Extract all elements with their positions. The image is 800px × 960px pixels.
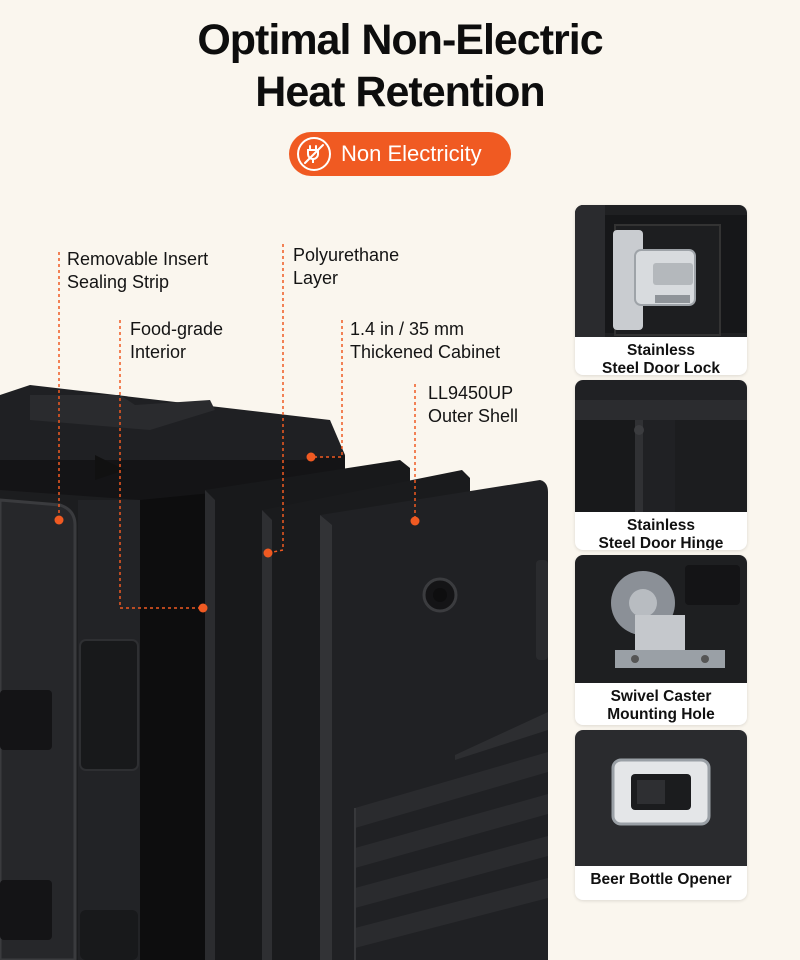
page-title: Optimal Non-Electric Heat Retention	[0, 14, 800, 118]
door-lock-photo	[575, 205, 747, 337]
callout-leaders	[58, 244, 416, 609]
callout-interior: Food-grade Interior	[130, 319, 224, 362]
cabinet-lid	[0, 385, 345, 500]
feature-panel-door-lock: Stainless Steel Door Lock	[575, 205, 747, 375]
feature-caption-swivel-caster: Swivel Caster Mounting Hole	[607, 688, 715, 723]
callout-dots	[54, 452, 420, 613]
callout-polyurethane: Polyurethane Layer	[293, 245, 400, 288]
callout-cabinet: 1.4 in / 35 mm Thickened Cabinet	[350, 319, 501, 362]
dot-cabinet	[306, 452, 316, 462]
insert-layers	[205, 460, 548, 960]
feature-caption-bottle-opener: Beer Bottle Opener	[590, 871, 732, 888]
dot-interior	[198, 603, 208, 613]
non-electricity-badge: Non Electricity	[289, 132, 511, 176]
feature-panel-swivel-caster: Swivel Caster Mounting Hole	[575, 555, 747, 725]
page-title-line-2: Heat Retention	[255, 68, 545, 116]
swivel-caster-photo	[575, 555, 747, 683]
dot-polyurethane	[263, 548, 273, 558]
cabinet-body	[0, 470, 210, 960]
leader-polyurethane	[267, 244, 284, 554]
callout-outer-shell: LL9450UP Outer Shell	[428, 383, 519, 426]
feature-panel-bottle-opener: Beer Bottle Opener	[575, 730, 747, 900]
dot-outer-shell	[410, 516, 420, 526]
page-title-line-1: Optimal Non-Electric	[197, 16, 603, 64]
dot-sealing-strip	[54, 515, 64, 525]
bottle-opener-photo	[575, 730, 747, 866]
feature-panel-door-hinge: Stainless Steel Door Hinge	[575, 380, 747, 550]
leader-interior	[119, 320, 203, 609]
feature-caption-door-lock: Stainless Steel Door Lock	[602, 342, 720, 375]
door-hinge-photo	[575, 380, 747, 512]
callout-sealing-strip: Removable Insert Sealing Strip	[67, 249, 209, 292]
no-plug-icon	[297, 137, 331, 171]
feature-caption-door-hinge: Stainless Steel Door Hinge	[598, 517, 724, 550]
badge-label: Non Electricity	[341, 141, 482, 166]
leader-cabinet	[311, 320, 343, 458]
